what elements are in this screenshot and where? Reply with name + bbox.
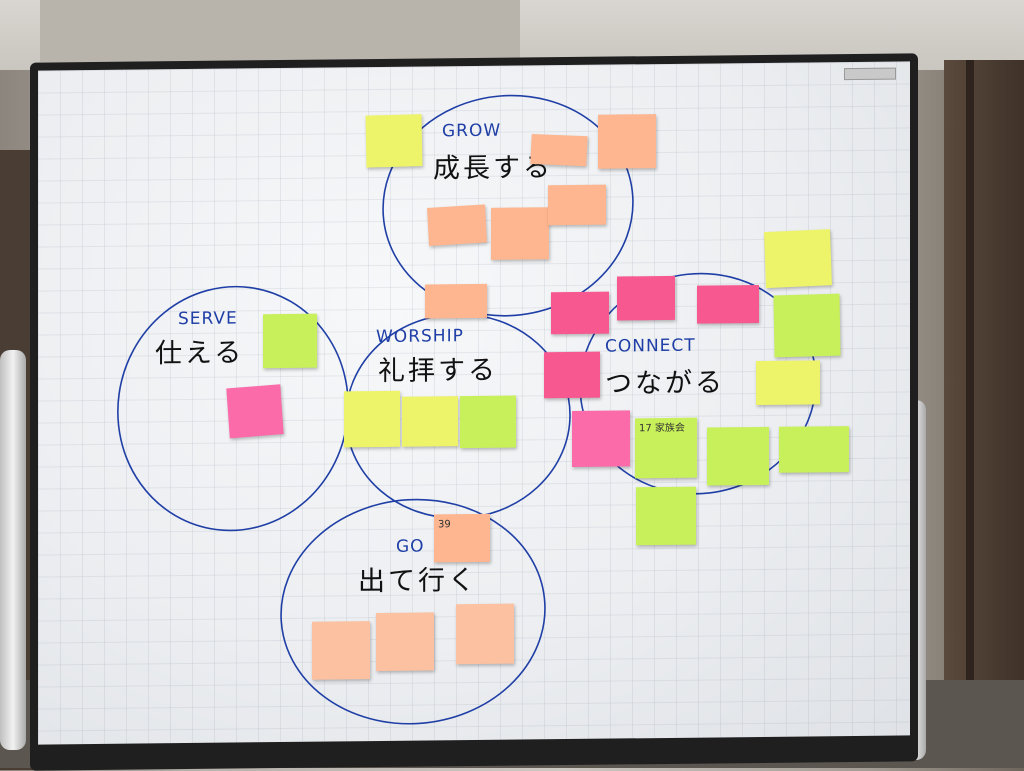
sticky-note xyxy=(707,426,769,486)
sticky-note xyxy=(427,204,487,246)
sticky-note-text: 17 家族会 xyxy=(639,422,685,435)
grow-heading: GROW xyxy=(442,120,502,142)
sticky-note xyxy=(425,283,487,319)
sticky-note xyxy=(572,410,630,467)
sticky-note xyxy=(312,621,370,680)
connect-subheading: つながる xyxy=(605,367,725,400)
sticky-note xyxy=(460,395,516,449)
sticky-note xyxy=(779,426,849,473)
sticky-note xyxy=(456,603,514,665)
sticky-note xyxy=(598,114,656,169)
circle-go xyxy=(280,498,546,725)
whiteboard: GROW 成長する SERVE 仕える WORSHIP 礼拝する CONNECT… xyxy=(38,61,910,745)
sticky-note-text: 39 xyxy=(438,519,451,531)
sticky-note xyxy=(530,133,588,167)
sticky-note: 17 家族会 xyxy=(635,417,697,479)
worship-heading: WORSHIP xyxy=(376,326,464,348)
ceiling-beam xyxy=(40,0,520,62)
sticky-note xyxy=(697,285,759,324)
door xyxy=(944,60,1024,768)
sticky-note xyxy=(365,114,423,168)
sticky-note xyxy=(344,390,400,448)
sticky-note xyxy=(773,293,841,358)
sticky-note xyxy=(226,384,284,439)
stand-pole-left xyxy=(0,350,26,750)
sticky-note xyxy=(544,351,600,399)
sticky-note xyxy=(617,275,675,321)
sticky-note xyxy=(402,396,458,447)
serve-heading: SERVE xyxy=(178,308,238,330)
sticky-note xyxy=(551,291,609,335)
door-frame xyxy=(966,60,974,768)
serve-subheading: 仕える xyxy=(155,337,245,370)
sticky-note xyxy=(636,486,696,546)
worship-subheading: 礼拝する xyxy=(378,354,498,388)
sticky-note xyxy=(376,612,434,672)
sticky-note xyxy=(548,184,606,226)
go-heading: GO xyxy=(396,536,425,557)
sticky-note: 39 xyxy=(434,513,490,563)
sticky-note xyxy=(764,229,832,289)
go-subheading: 出て行く xyxy=(358,564,478,598)
sticky-note xyxy=(756,360,820,406)
sticky-note xyxy=(263,313,317,369)
sticky-note xyxy=(491,207,549,260)
connect-heading: CONNECT xyxy=(605,335,696,357)
whiteboard-frame: GROW 成長する SERVE 仕える WORSHIP 礼拝する CONNECT… xyxy=(30,53,918,771)
circle-grow xyxy=(382,94,634,317)
